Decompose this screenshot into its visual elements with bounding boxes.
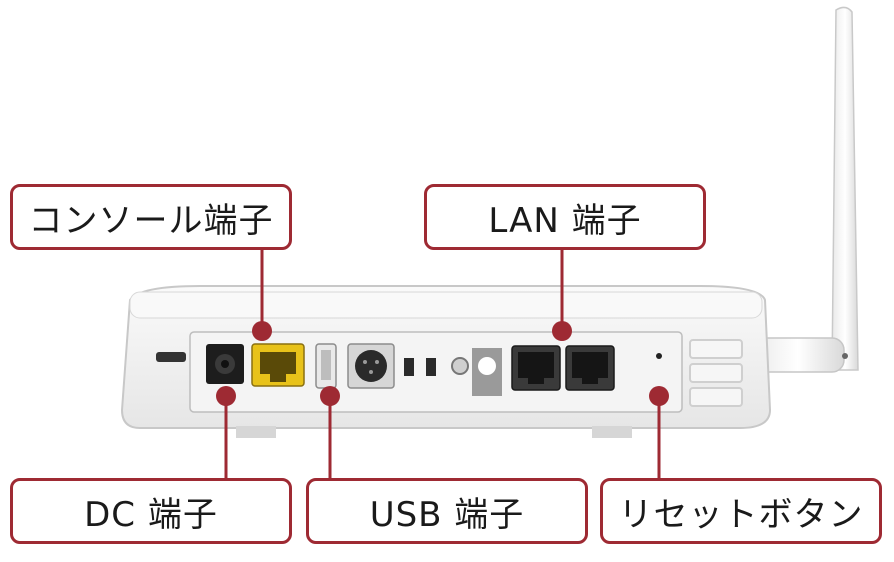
antenna bbox=[751, 6, 859, 373]
reset-button bbox=[656, 353, 662, 359]
usb-port bbox=[315, 343, 337, 389]
dc-port-callout: DC 端子 bbox=[10, 478, 292, 544]
dc-port bbox=[206, 344, 244, 384]
usb-port-callout: USB 端子 bbox=[306, 478, 588, 544]
lan-port-callout: LAN 端子 bbox=[424, 184, 706, 250]
console-port-callout: コンソール端子 bbox=[10, 184, 292, 250]
dip-switches bbox=[404, 358, 436, 376]
slot-cover bbox=[472, 348, 502, 396]
usb-marker bbox=[320, 386, 340, 406]
mini-din-port bbox=[347, 343, 395, 389]
lan-marker bbox=[552, 321, 572, 341]
console-marker bbox=[252, 321, 272, 341]
lan-port-1 bbox=[511, 345, 561, 391]
lan-port-2 bbox=[565, 345, 615, 391]
console-port bbox=[251, 343, 305, 387]
reset-button-callout: リセットボタン bbox=[600, 478, 882, 544]
dc-marker bbox=[216, 386, 236, 406]
ground-screw bbox=[451, 357, 469, 375]
reset-marker bbox=[649, 386, 669, 406]
